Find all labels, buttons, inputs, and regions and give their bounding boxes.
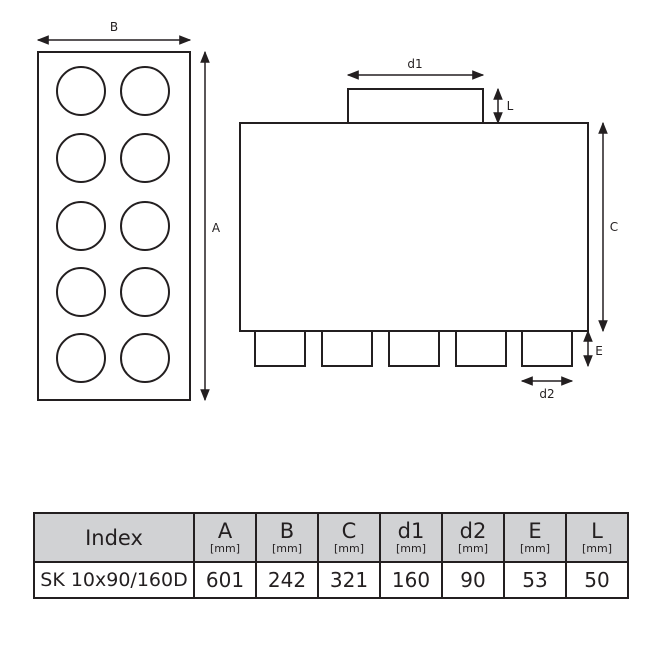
outlet-circle — [120, 133, 170, 183]
inlet-spigot — [347, 88, 484, 124]
outlet-spigot — [321, 330, 373, 367]
header-l: L [mm] — [565, 512, 629, 563]
outlet-circles — [56, 66, 170, 383]
specification-table: Index A [mm] B [mm] C [mm] d1 [mm] d2 [m… — [33, 512, 629, 599]
outlet-spigot — [455, 330, 507, 367]
outlet-circle — [56, 66, 106, 116]
header-d2: d2 [mm] — [441, 512, 505, 563]
front-plate — [37, 51, 191, 401]
outlet-spigots — [254, 330, 573, 367]
cell-l: 50 — [565, 561, 629, 599]
dimension-label-d2: d2 — [539, 387, 554, 401]
header-d2-label: d2 — [459, 519, 487, 543]
header-c: C [mm] — [317, 512, 381, 563]
outlet-circle — [120, 333, 170, 383]
box-body — [239, 122, 589, 332]
outlet-spigot — [521, 330, 573, 367]
cell-b: 242 — [255, 561, 319, 599]
front-view: B A — [36, 20, 221, 402]
header-e-label: E — [528, 519, 542, 543]
header-index: Index — [33, 512, 195, 563]
header-l-label: L — [591, 519, 603, 543]
header-c-label: C — [341, 519, 357, 543]
cell-d2: 90 — [441, 561, 505, 599]
header-d1: d1 [mm] — [379, 512, 443, 563]
header-index-label: Index — [85, 525, 143, 550]
cell-c: 321 — [317, 561, 381, 599]
outlet-circle — [56, 267, 106, 317]
cell-e: 53 — [503, 561, 567, 599]
outlet-circle — [56, 133, 106, 183]
cell-d1: 160 — [379, 561, 443, 599]
header-d1-unit: [mm] — [395, 542, 426, 555]
dimension-label-c: C — [610, 220, 618, 234]
header-a-label: A — [217, 519, 233, 543]
header-e: E [mm] — [503, 512, 567, 563]
dimension-label-e: E — [595, 344, 603, 358]
header-a-unit: [mm] — [209, 542, 240, 555]
side-view: d1 L C E d2 — [239, 57, 618, 401]
table-row: SK 10x90/160D 601 242 321 160 90 53 50 — [33, 561, 629, 599]
header-e-unit: [mm] — [519, 542, 550, 555]
header-b-label: B — [279, 519, 295, 543]
outlet-circle — [56, 201, 106, 251]
dimension-label-b: B — [110, 20, 118, 34]
dimension-label-l: L — [507, 99, 514, 113]
outlet-circle — [120, 66, 170, 116]
dimension-label-d1: d1 — [407, 57, 422, 71]
header-l-unit: [mm] — [581, 542, 612, 555]
outlet-spigot — [254, 330, 306, 367]
header-d1-label: d1 — [397, 519, 425, 543]
header-c-unit: [mm] — [333, 542, 364, 555]
header-d2-unit: [mm] — [457, 542, 488, 555]
header-a: A [mm] — [193, 512, 257, 563]
header-b-unit: [mm] — [271, 542, 302, 555]
cell-index: SK 10x90/160D — [33, 561, 195, 599]
dimension-label-a: A — [212, 221, 221, 235]
outlet-spigot — [388, 330, 440, 367]
outlet-circle — [120, 201, 170, 251]
outlet-circle — [120, 267, 170, 317]
technical-drawing: B A d1 L C E d2 — [36, 20, 618, 402]
table-header-row: Index A [mm] B [mm] C [mm] d1 [mm] d2 [m… — [33, 512, 629, 563]
outlet-circle — [56, 333, 106, 383]
header-b: B [mm] — [255, 512, 319, 563]
cell-a: 601 — [193, 561, 257, 599]
